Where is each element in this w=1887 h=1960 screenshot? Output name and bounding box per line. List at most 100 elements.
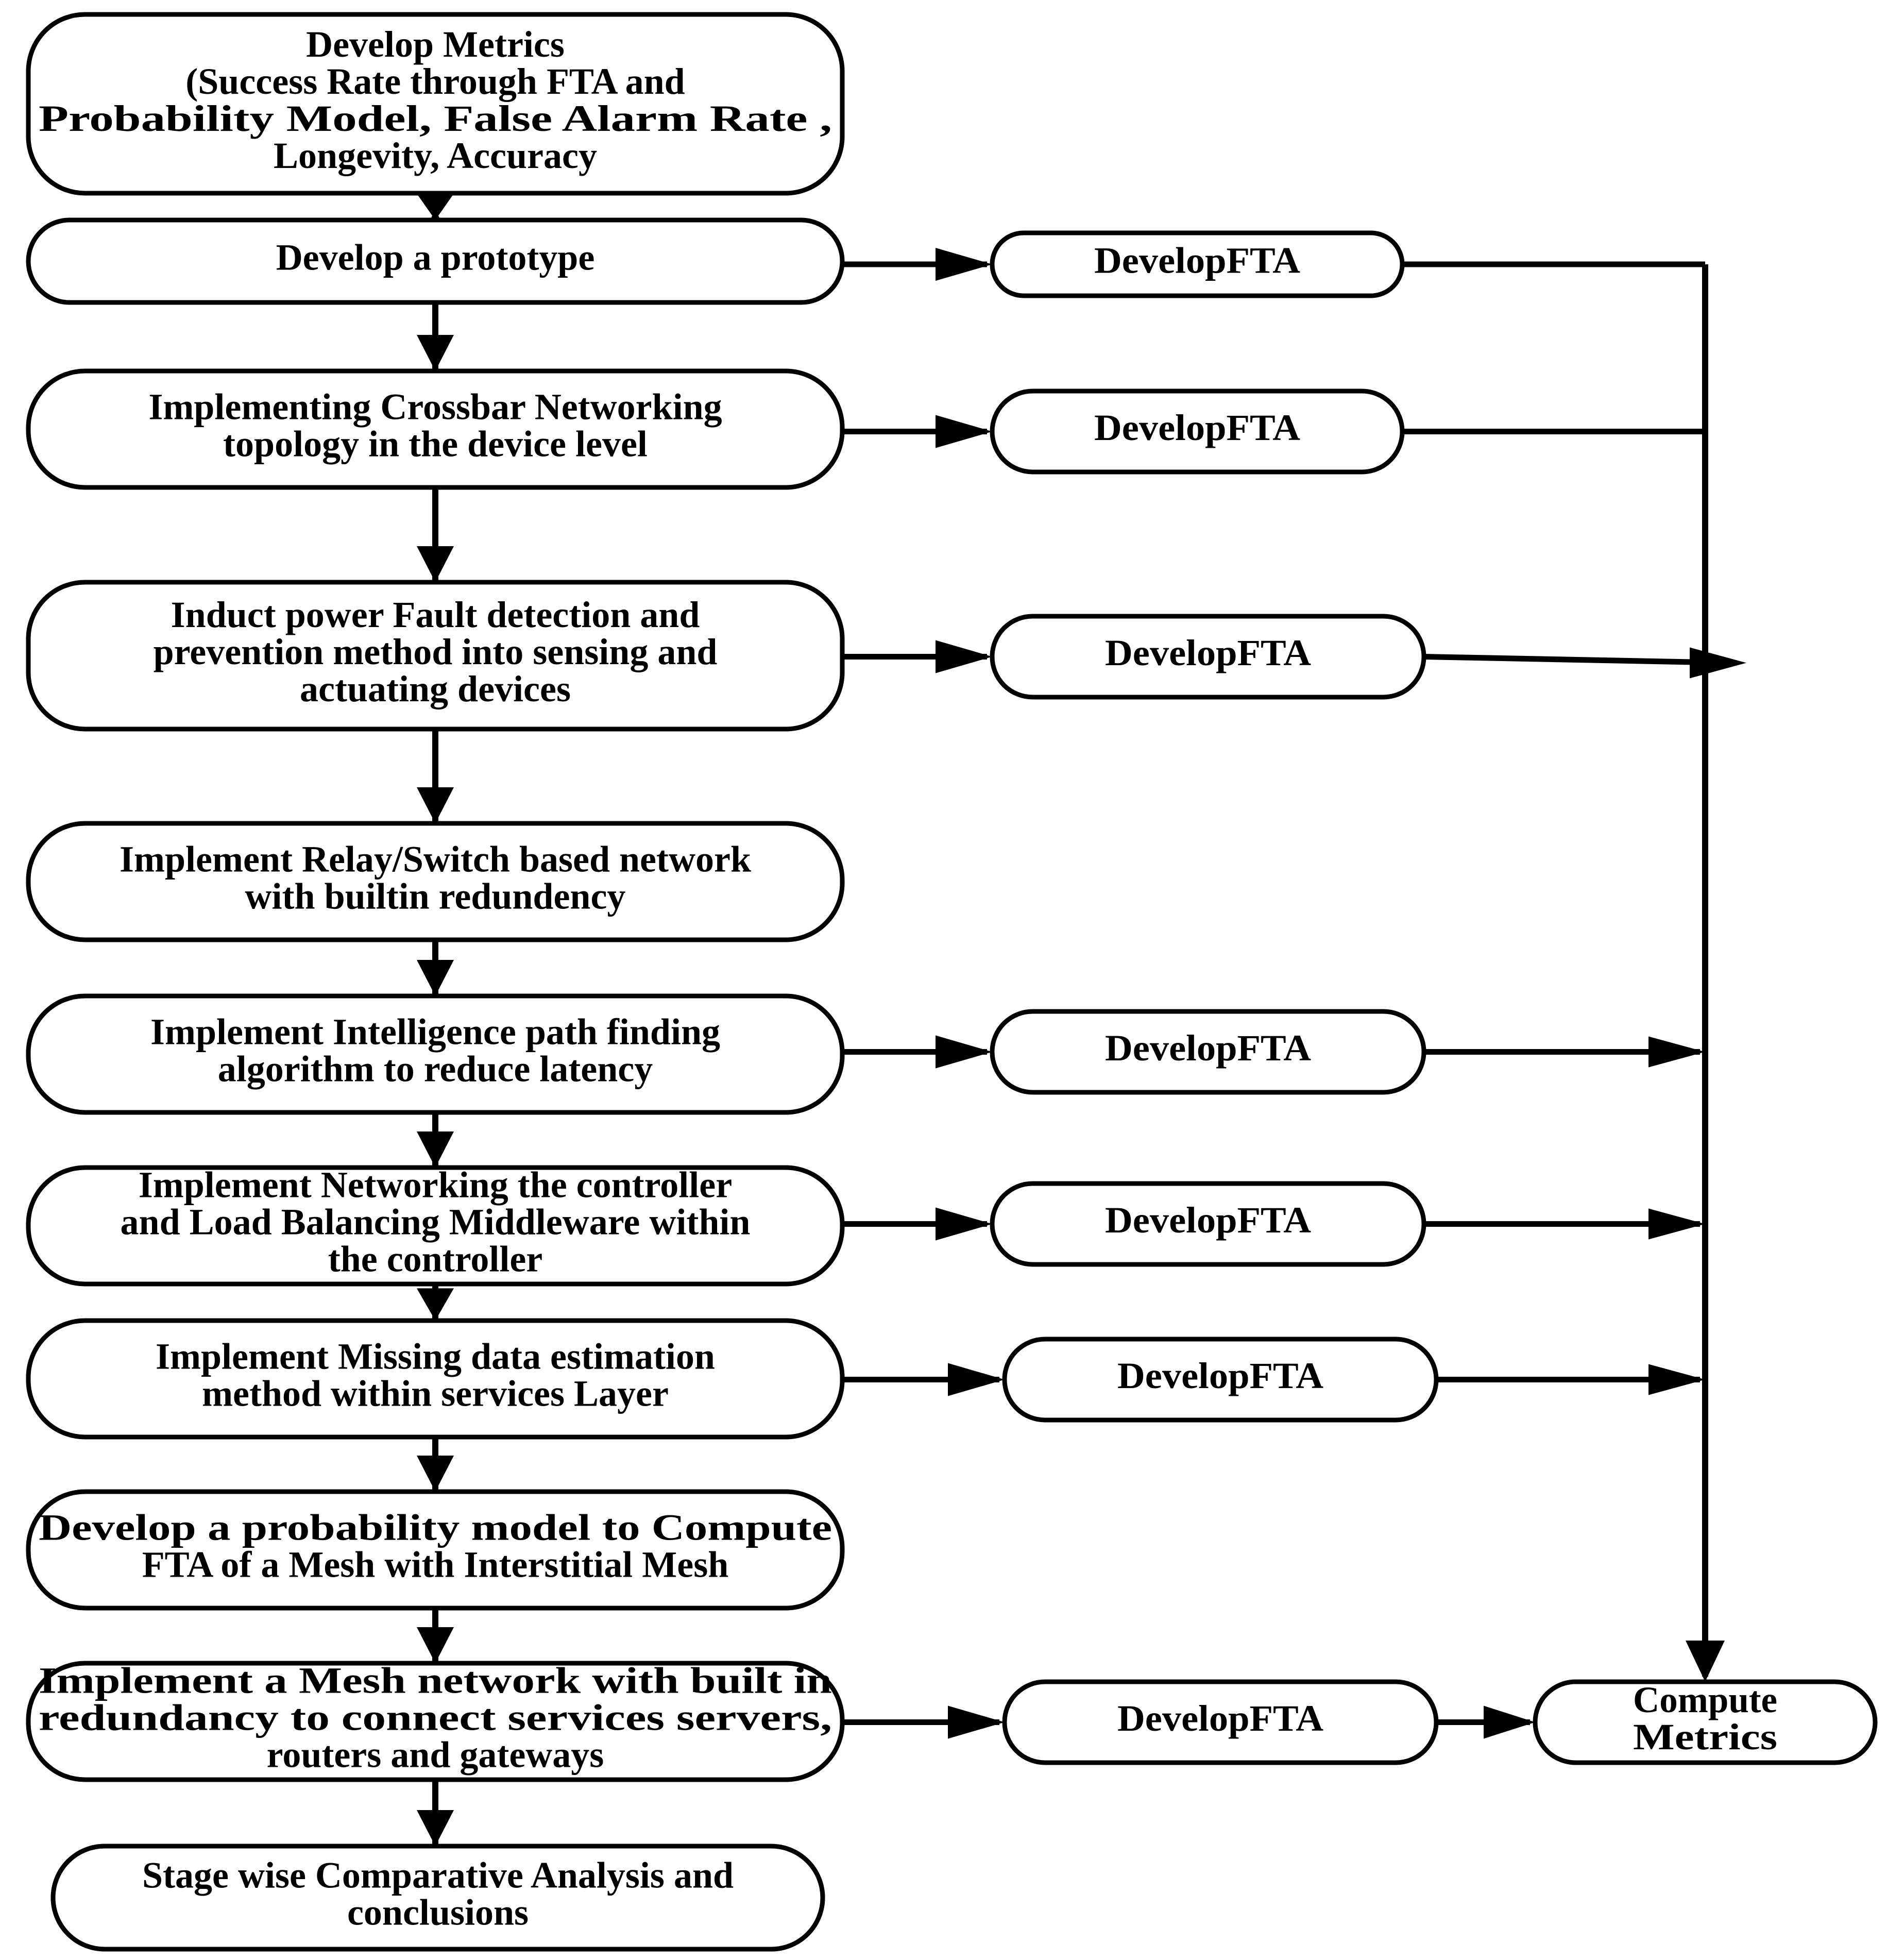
flow-arrowhead <box>417 1456 454 1492</box>
to-fta-arrowhead <box>948 1705 1005 1739</box>
step-missing-data-label-line: method within services Layer <box>202 1373 669 1414</box>
to-bus-arrowhead <box>1648 1364 1705 1395</box>
fta-path-finding-node-label-line: DevelopFTA <box>1105 1027 1311 1069</box>
nodes-layer: Develop Metrics(Success Rate through FTA… <box>26 12 1878 1952</box>
fta-prototype-node: DevelopFTA <box>990 230 1405 298</box>
to-fta-arrowhead <box>936 1207 992 1241</box>
step-mesh-network-label-line: routers and gateways <box>267 1734 604 1776</box>
step-develop-prototype-label-line: Develop a prototype <box>276 237 595 278</box>
step-mesh-network-shape <box>26 1661 845 1782</box>
step-mesh-network-label-line: redundancy to connect services servers, <box>39 1697 832 1738</box>
step-comparative-analysis-shape <box>50 1844 825 1952</box>
fta-load-balancing-node-label-line: DevelopFTA <box>1105 1199 1311 1241</box>
step-path-finding-label-line: algorithm to reduce latency <box>218 1049 653 1090</box>
flow-arrowhead <box>417 787 454 823</box>
step-power-fault-detection-label-line: prevention method into sensing and <box>154 631 718 672</box>
step-develop-metrics-label-line: Develop Metrics <box>306 24 565 65</box>
step-probability-model-label-line: FTA of a Mesh with Interstitial Mesh <box>142 1544 729 1585</box>
step-probability-model-label-line: Develop a probability model to Compute <box>39 1507 832 1548</box>
step-crossbar-networking-label-line: topology in the device level <box>223 424 648 465</box>
step-probability-model: Develop a probability model to ComputeFT… <box>26 1489 845 1611</box>
fta-mesh-node-label-line: DevelopFTA <box>1117 1698 1323 1739</box>
flow-arrowhead <box>417 1288 454 1321</box>
fta-prototype-node-label-line: DevelopFTA <box>1094 240 1300 281</box>
step-missing-data-shape <box>26 1318 845 1440</box>
compute-metrics-node-label-line: Compute <box>1633 1679 1777 1720</box>
step-develop-metrics-label-line: Longevity, Accuracy <box>274 135 597 176</box>
flow-arrowhead <box>417 1131 454 1168</box>
fta-missing-data-node: DevelopFTA <box>1002 1337 1439 1423</box>
fta-missing-data-node-label-line: DevelopFTA <box>1117 1355 1323 1396</box>
to-fta-arrowhead <box>936 415 992 448</box>
to-fta-arrowhead <box>936 640 992 673</box>
to-bus-arrowhead <box>1648 1208 1705 1240</box>
flow-arrowhead <box>417 1810 454 1846</box>
step-relay-switch-network-label-line: Implement Relay/Switch based network <box>120 839 751 880</box>
to-fta-arrowhead <box>936 248 992 281</box>
step-path-finding-label-line: Implement Intelligence path finding <box>150 1011 720 1053</box>
fta-load-balancing-node: DevelopFTA <box>990 1181 1426 1267</box>
flow-arrowhead <box>417 335 454 371</box>
to-bus-arrowhead <box>1690 647 1746 679</box>
step-load-balancing-label-line: Implement Networking the controller <box>139 1164 732 1206</box>
fta-crossbar-node-shape <box>990 388 1405 475</box>
fta-crossbar-node: DevelopFTA <box>990 388 1405 475</box>
step-crossbar-networking: Implementing Crossbar Networkingtopology… <box>26 368 845 490</box>
collector-bus-arrowhead <box>1686 1641 1725 1682</box>
fta-missing-data-node-shape <box>1002 1337 1439 1423</box>
step-probability-model-shape <box>26 1489 845 1611</box>
step-relay-switch-network-label-line: with builtin redundency <box>245 876 626 917</box>
step-relay-switch-network: Implement Relay/Switch based networkwith… <box>26 821 845 942</box>
step-comparative-analysis-label-line: conclusions <box>347 1892 529 1933</box>
step-develop-metrics-label-line: Probability Model, False Alarm Rate , <box>39 98 832 139</box>
to-fta-arrowhead <box>936 1035 992 1069</box>
to-bus-arrowhead <box>1648 1036 1705 1068</box>
step-develop-metrics-label-line: (Success Rate through FTA and <box>185 61 685 102</box>
edges-layer <box>417 193 1746 1846</box>
fta-power-fault-node-shape <box>990 614 1426 700</box>
step-comparative-analysis-label-line: Stage wise Comparative Analysis and <box>142 1855 734 1896</box>
step-path-finding: Implement Intelligence path findingalgor… <box>26 993 845 1115</box>
step-missing-data-label-line: Implement Missing data estimation <box>156 1336 715 1377</box>
fta-path-finding-node-shape <box>990 1009 1426 1095</box>
fta-prototype-node-shape <box>990 230 1405 298</box>
step-power-fault-detection-shape <box>26 580 845 732</box>
to-fta-arrowhead <box>948 1363 1005 1396</box>
step-relay-switch-network-shape <box>26 821 845 942</box>
step-crossbar-networking-shape <box>26 368 845 490</box>
step-load-balancing-label-line: the controller <box>328 1239 543 1280</box>
step-develop-prototype-shape <box>26 217 845 305</box>
step-mesh-network: Implement a Mesh network with built inre… <box>26 1660 845 1782</box>
compute-metrics-node-shape <box>1533 1679 1878 1765</box>
step-develop-metrics-shape <box>26 12 845 196</box>
step-comparative-analysis: Stage wise Comparative Analysis andconcl… <box>50 1844 825 1952</box>
step-load-balancing-label-line: and Load Balancing Middleware within <box>121 1202 751 1243</box>
compute-metrics-node-label-line: Metrics <box>1633 1716 1777 1758</box>
flow-arrowhead <box>417 1627 454 1663</box>
fta-crossbar-node-label-line: DevelopFTA <box>1094 407 1300 448</box>
step-mesh-network-label-line: Implement a Mesh network with built in <box>39 1660 832 1701</box>
fta-power-fault-node: DevelopFTA <box>990 614 1426 700</box>
fta-mesh-node-shape <box>1002 1679 1439 1765</box>
fta-mesh-node: DevelopFTA <box>1002 1679 1439 1765</box>
fta-power-fault-node-label-line: DevelopFTA <box>1105 632 1311 673</box>
step-develop-prototype: Develop a prototype <box>26 217 845 305</box>
flow-arrowhead <box>417 193 454 220</box>
flow-arrowhead <box>417 546 454 582</box>
step-develop-metrics: Develop Metrics(Success Rate through FTA… <box>26 12 845 196</box>
step-power-fault-detection-label-line: Induct power Fault detection and <box>171 594 700 635</box>
to-compute-arrowhead <box>1484 1705 1535 1739</box>
to-bus-line <box>1423 654 1731 666</box>
step-load-balancing-shape <box>26 1165 845 1287</box>
flow-arrowhead <box>417 960 454 996</box>
step-power-fault-detection: Induct power Fault detection andpreventi… <box>26 580 845 732</box>
step-path-finding-shape <box>26 993 845 1115</box>
step-crossbar-networking-label-line: Implementing Crossbar Networking <box>148 386 722 428</box>
fta-load-balancing-node-shape <box>990 1181 1426 1267</box>
step-missing-data: Implement Missing data estimationmethod … <box>26 1318 845 1440</box>
fta-path-finding-node: DevelopFTA <box>990 1009 1426 1095</box>
step-power-fault-detection-label-line: actuating devices <box>300 668 571 709</box>
